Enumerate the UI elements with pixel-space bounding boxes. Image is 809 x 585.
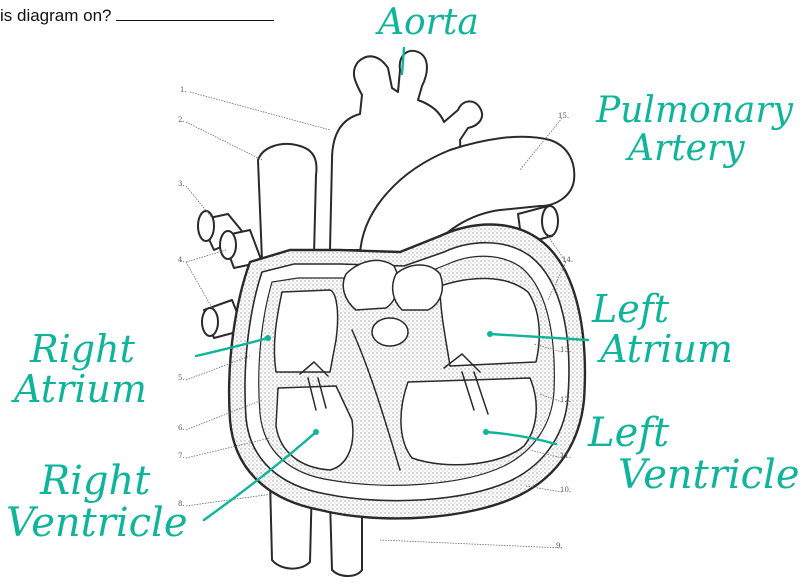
printed-number: 2.: [178, 116, 185, 124]
leader-line: [186, 250, 226, 262]
vein-opening-left-upper: [542, 206, 558, 236]
vein-opening-right-mid: [220, 231, 236, 259]
printed-number: 7.: [178, 452, 185, 460]
label-aorta: Aorta: [378, 4, 479, 42]
leader-line: [186, 122, 262, 160]
pointer-dot-left-ventricle: [483, 429, 489, 435]
printed-number: 14.: [562, 256, 573, 264]
aortic-valve: [372, 318, 408, 346]
printed-number: 10.: [560, 486, 571, 494]
leader-line: [186, 262, 212, 308]
left-atrium-chamber: [440, 278, 539, 366]
aortic-outflow: [393, 265, 443, 310]
printed-number: 9.: [556, 542, 563, 550]
vein-opening-right-upper: [198, 211, 214, 241]
leader-line: [186, 494, 272, 506]
leader-line: [380, 540, 562, 548]
label-left-atrium: Left Atrium: [592, 290, 733, 370]
printed-number: 12.: [560, 396, 571, 404]
right-atrium-chamber: [274, 290, 337, 372]
pointer-dot-right-ventricle: [313, 429, 319, 435]
printed-number: 4.: [178, 256, 185, 264]
pointer-dot-right-atrium: [265, 335, 271, 341]
label-right-ventricle: Right Ventricle: [6, 460, 188, 544]
vein-opening-right-lower: [202, 308, 218, 336]
printed-number: 6.: [178, 424, 185, 432]
label-pulmonary-artery: Pulmonary Artery: [596, 92, 793, 168]
printed-number: 3.: [178, 180, 185, 188]
printed-number: 5.: [178, 374, 185, 382]
superior-vena-cava: [258, 144, 316, 260]
printed-number: 1.: [180, 86, 187, 94]
label-left-ventricle: Left Ventricle: [574, 412, 800, 496]
printed-number: 15.: [558, 112, 569, 120]
label-right-atrium: Right Atrium: [14, 330, 147, 410]
printed-number: 11.: [560, 452, 571, 460]
pointer-dot-left-atrium: [487, 331, 493, 337]
printed-number: 13.: [560, 346, 571, 354]
leader-line: [190, 92, 330, 130]
